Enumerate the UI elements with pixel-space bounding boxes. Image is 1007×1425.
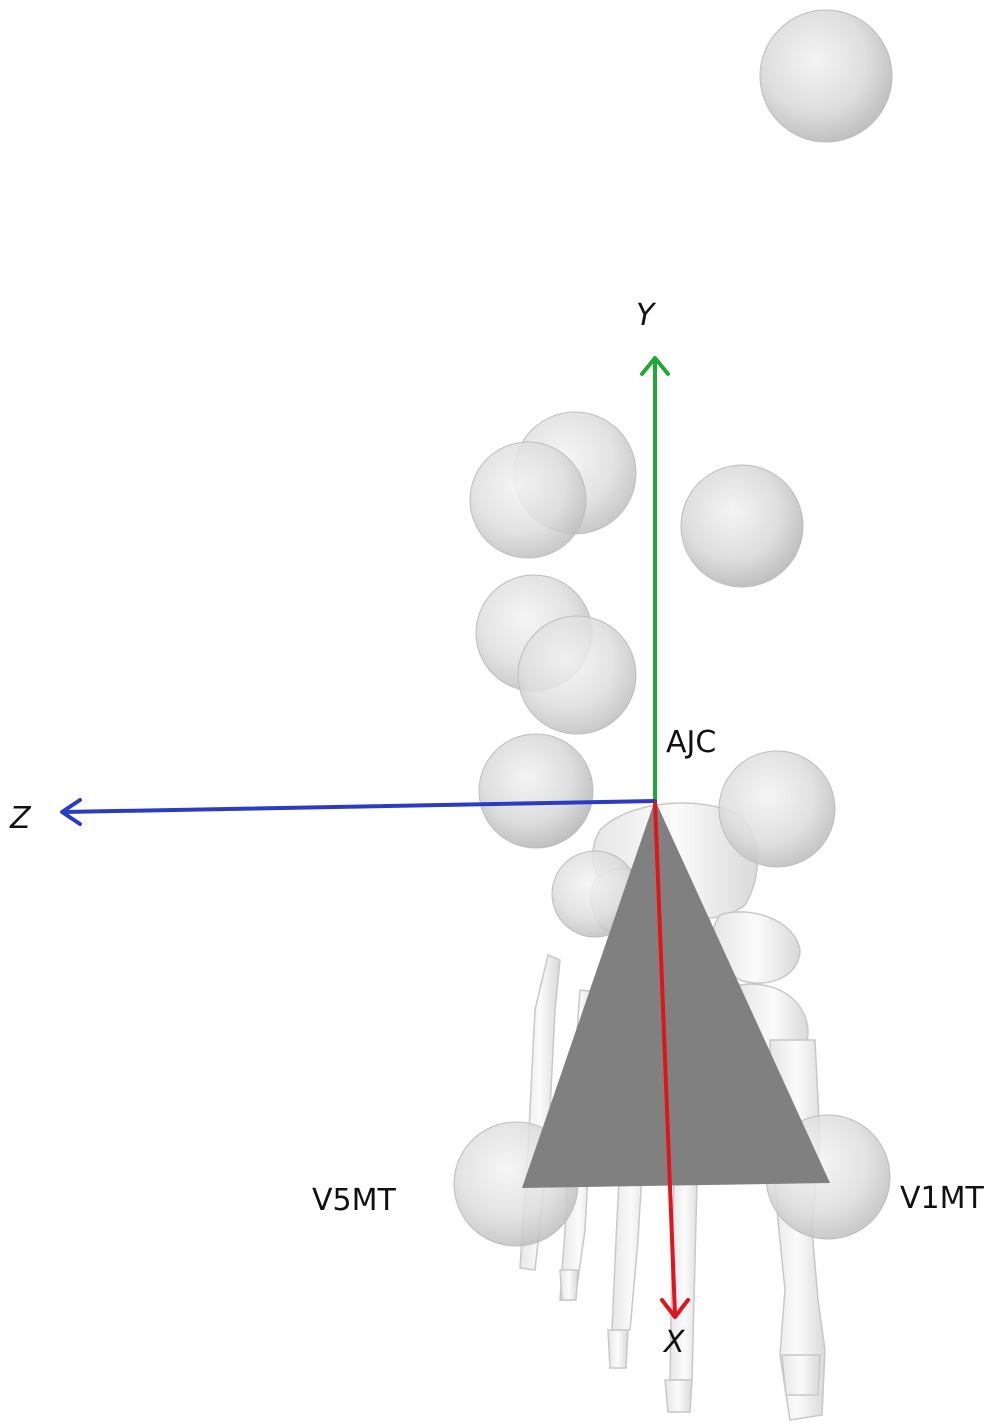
x-axis-line [653, 801, 677, 1317]
marker-sphere [759, 9, 893, 143]
toe-phalanx [781, 1354, 821, 1396]
y-axis-arrowhead [640, 356, 670, 376]
marker-sphere [478, 733, 594, 849]
z-axis-arrowhead [60, 798, 82, 826]
landmark-label-v1mt: V1MT [900, 1181, 984, 1216]
landmark-label-ajc: AJC [666, 725, 716, 760]
foot-plane-triangle [522, 800, 830, 1188]
x-axis-arrowhead [660, 1298, 690, 1319]
marker-sphere [517, 615, 637, 735]
marker-sphere [680, 464, 804, 588]
toe-phalanx [664, 1379, 693, 1413]
x-axis-label: X [662, 1325, 686, 1360]
landmark-label-v5mt: V5MT [312, 1183, 396, 1218]
axes [60, 356, 690, 1319]
toe-phalanx [607, 1329, 629, 1369]
z-axis-line [62, 799, 657, 814]
marker-sphere [469, 441, 587, 559]
toe-phalanx [559, 1269, 579, 1301]
z-axis-label: Z [9, 801, 32, 836]
y-axis-label: Y [636, 298, 657, 333]
marker-sphere [718, 750, 836, 868]
